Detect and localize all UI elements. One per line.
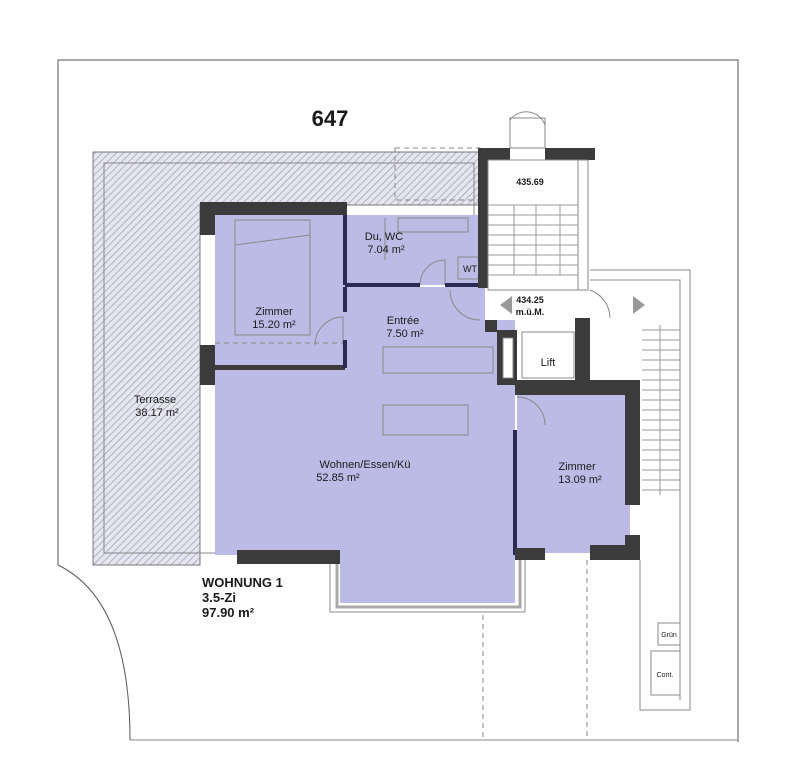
plot-boundary xyxy=(57,59,739,742)
room-name: Du, WC xyxy=(365,231,404,243)
apartment-total-area: 97.90 m² xyxy=(202,605,255,620)
apartment-name: WOHNUNG 1 xyxy=(202,575,283,590)
staircase xyxy=(487,159,645,314)
apartment-rooms-count: 3.5-Zi xyxy=(202,590,236,605)
room-area: 7.04 m² xyxy=(367,244,405,256)
room-bedroom-1 xyxy=(215,215,347,347)
terrace-name: Terrasse xyxy=(134,394,176,406)
container-label: Cont. xyxy=(657,672,674,679)
room-name: Entrée xyxy=(387,315,419,327)
room-entree xyxy=(347,287,485,347)
terrace-area: 38.17 m² xyxy=(135,407,179,419)
level-upper: 435.69 xyxy=(516,177,544,187)
room-name: Wohnen/Essen/Kü xyxy=(320,459,411,471)
room-area: 7.50 m² xyxy=(386,328,424,340)
lift xyxy=(521,331,575,379)
room-name: Zimmer xyxy=(558,461,596,473)
room-area: 13.09 m² xyxy=(558,474,602,486)
room-area: 15.20 m² xyxy=(252,319,296,331)
exterior-stair xyxy=(590,269,691,711)
walls xyxy=(200,148,640,564)
green-bin-label: Grün xyxy=(661,632,677,639)
green-bin xyxy=(657,622,681,646)
level-landing: 434.25 xyxy=(516,295,544,305)
room-living xyxy=(215,347,515,603)
room-name: Zimmer xyxy=(255,306,293,318)
room-area: 52.85 m² xyxy=(316,472,360,484)
room-shower-wc xyxy=(347,215,485,285)
level-landing-unit: m.ü.M. xyxy=(516,307,545,317)
wt-label: WT xyxy=(463,264,477,274)
plot-number: 647 xyxy=(312,106,349,131)
room-bedroom-2 xyxy=(517,395,630,553)
lift-label: Lift xyxy=(541,357,556,369)
plot-boundary-curve xyxy=(57,564,131,741)
container xyxy=(650,650,681,696)
